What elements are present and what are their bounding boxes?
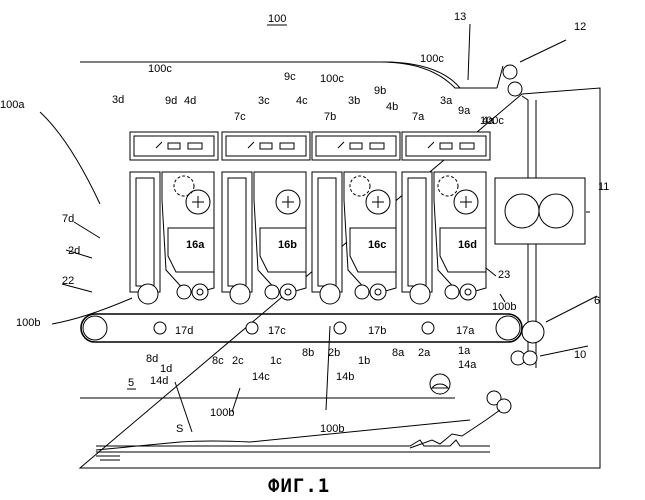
label-11: 11 [598, 181, 609, 193]
roller-6 [522, 321, 544, 343]
label-7a: 7a [412, 111, 425, 123]
label-22: 22 [62, 275, 74, 287]
label-17c: 17c [268, 325, 286, 337]
label-1b: 1b [358, 355, 370, 367]
roller-10b [523, 351, 537, 365]
label-13: 13 [454, 11, 466, 23]
label-4d: 4d [184, 95, 196, 107]
label-7c: 7c [234, 111, 246, 123]
label-8d: 8d [146, 353, 158, 365]
label-17b: 17b [368, 325, 386, 337]
label-100b-bottom-2: 100b [320, 423, 344, 435]
label-2c: 2c [232, 355, 244, 367]
label-10: 10 [574, 349, 586, 361]
label-4c: 4c [296, 95, 308, 107]
label-100b-right: 100b [492, 301, 516, 313]
label-8b: 8b [302, 347, 314, 359]
label-100a: 100a [0, 99, 25, 111]
label-3c: 3c [258, 95, 270, 107]
label-3d: 3d [112, 94, 124, 106]
label-16a: 16a [186, 239, 205, 251]
label-3b: 3b [348, 95, 360, 107]
label-14c: 14c [252, 371, 270, 383]
label-17a: 17a [456, 325, 475, 337]
label-17d: 17d [175, 325, 193, 337]
label-100b-left: 100b [16, 317, 40, 329]
label-16c: 16c [368, 239, 386, 251]
label-5: 5 [128, 377, 134, 389]
process-cartridges: 16a 16b 16c [130, 172, 486, 304]
label-16d: 16d [458, 239, 477, 251]
label-9d: 9d [165, 95, 177, 107]
figure-caption: ФИГ.1 [268, 475, 330, 497]
label-9b: 9b [374, 85, 386, 97]
label-9a: 9a [458, 105, 471, 117]
label-4a: 4a [482, 115, 495, 127]
label-6: 6 [594, 295, 600, 307]
label-7b: 7b [324, 111, 336, 123]
label-9c: 9c [284, 71, 296, 83]
label-14a: 14a [458, 359, 477, 371]
label-2d: 2d [68, 245, 80, 257]
paper-cassette [80, 398, 500, 460]
label-3a: 3a [440, 95, 453, 107]
label-S: S [176, 423, 183, 435]
label-2b: 2b [328, 347, 340, 359]
exit-roller-bottom [508, 82, 522, 96]
label-7d: 7d [62, 213, 74, 225]
label-8c: 8c [212, 355, 224, 367]
label-100c-c: 100c [320, 73, 344, 85]
label-8a: 8a [392, 347, 405, 359]
exit-roller-top [503, 65, 517, 79]
label-14d: 14d [150, 375, 168, 387]
label-1a: 1a [458, 345, 471, 357]
label-100b-bottom-1: 100b [210, 407, 234, 419]
label-16b: 16b [278, 239, 297, 251]
label-2a: 2a [418, 347, 431, 359]
label-100c-d: 100c [148, 63, 172, 75]
label-14b: 14b [336, 371, 354, 383]
label-100c-b: 100c [420, 53, 444, 65]
label-12: 12 [574, 21, 586, 33]
scanner-units [130, 132, 490, 160]
label-4b: 4b [386, 101, 398, 113]
label-23: 23 [498, 269, 510, 281]
label-1d: 1d [160, 363, 172, 375]
figure-number: 100 [268, 13, 286, 25]
label-1c: 1c [270, 355, 282, 367]
